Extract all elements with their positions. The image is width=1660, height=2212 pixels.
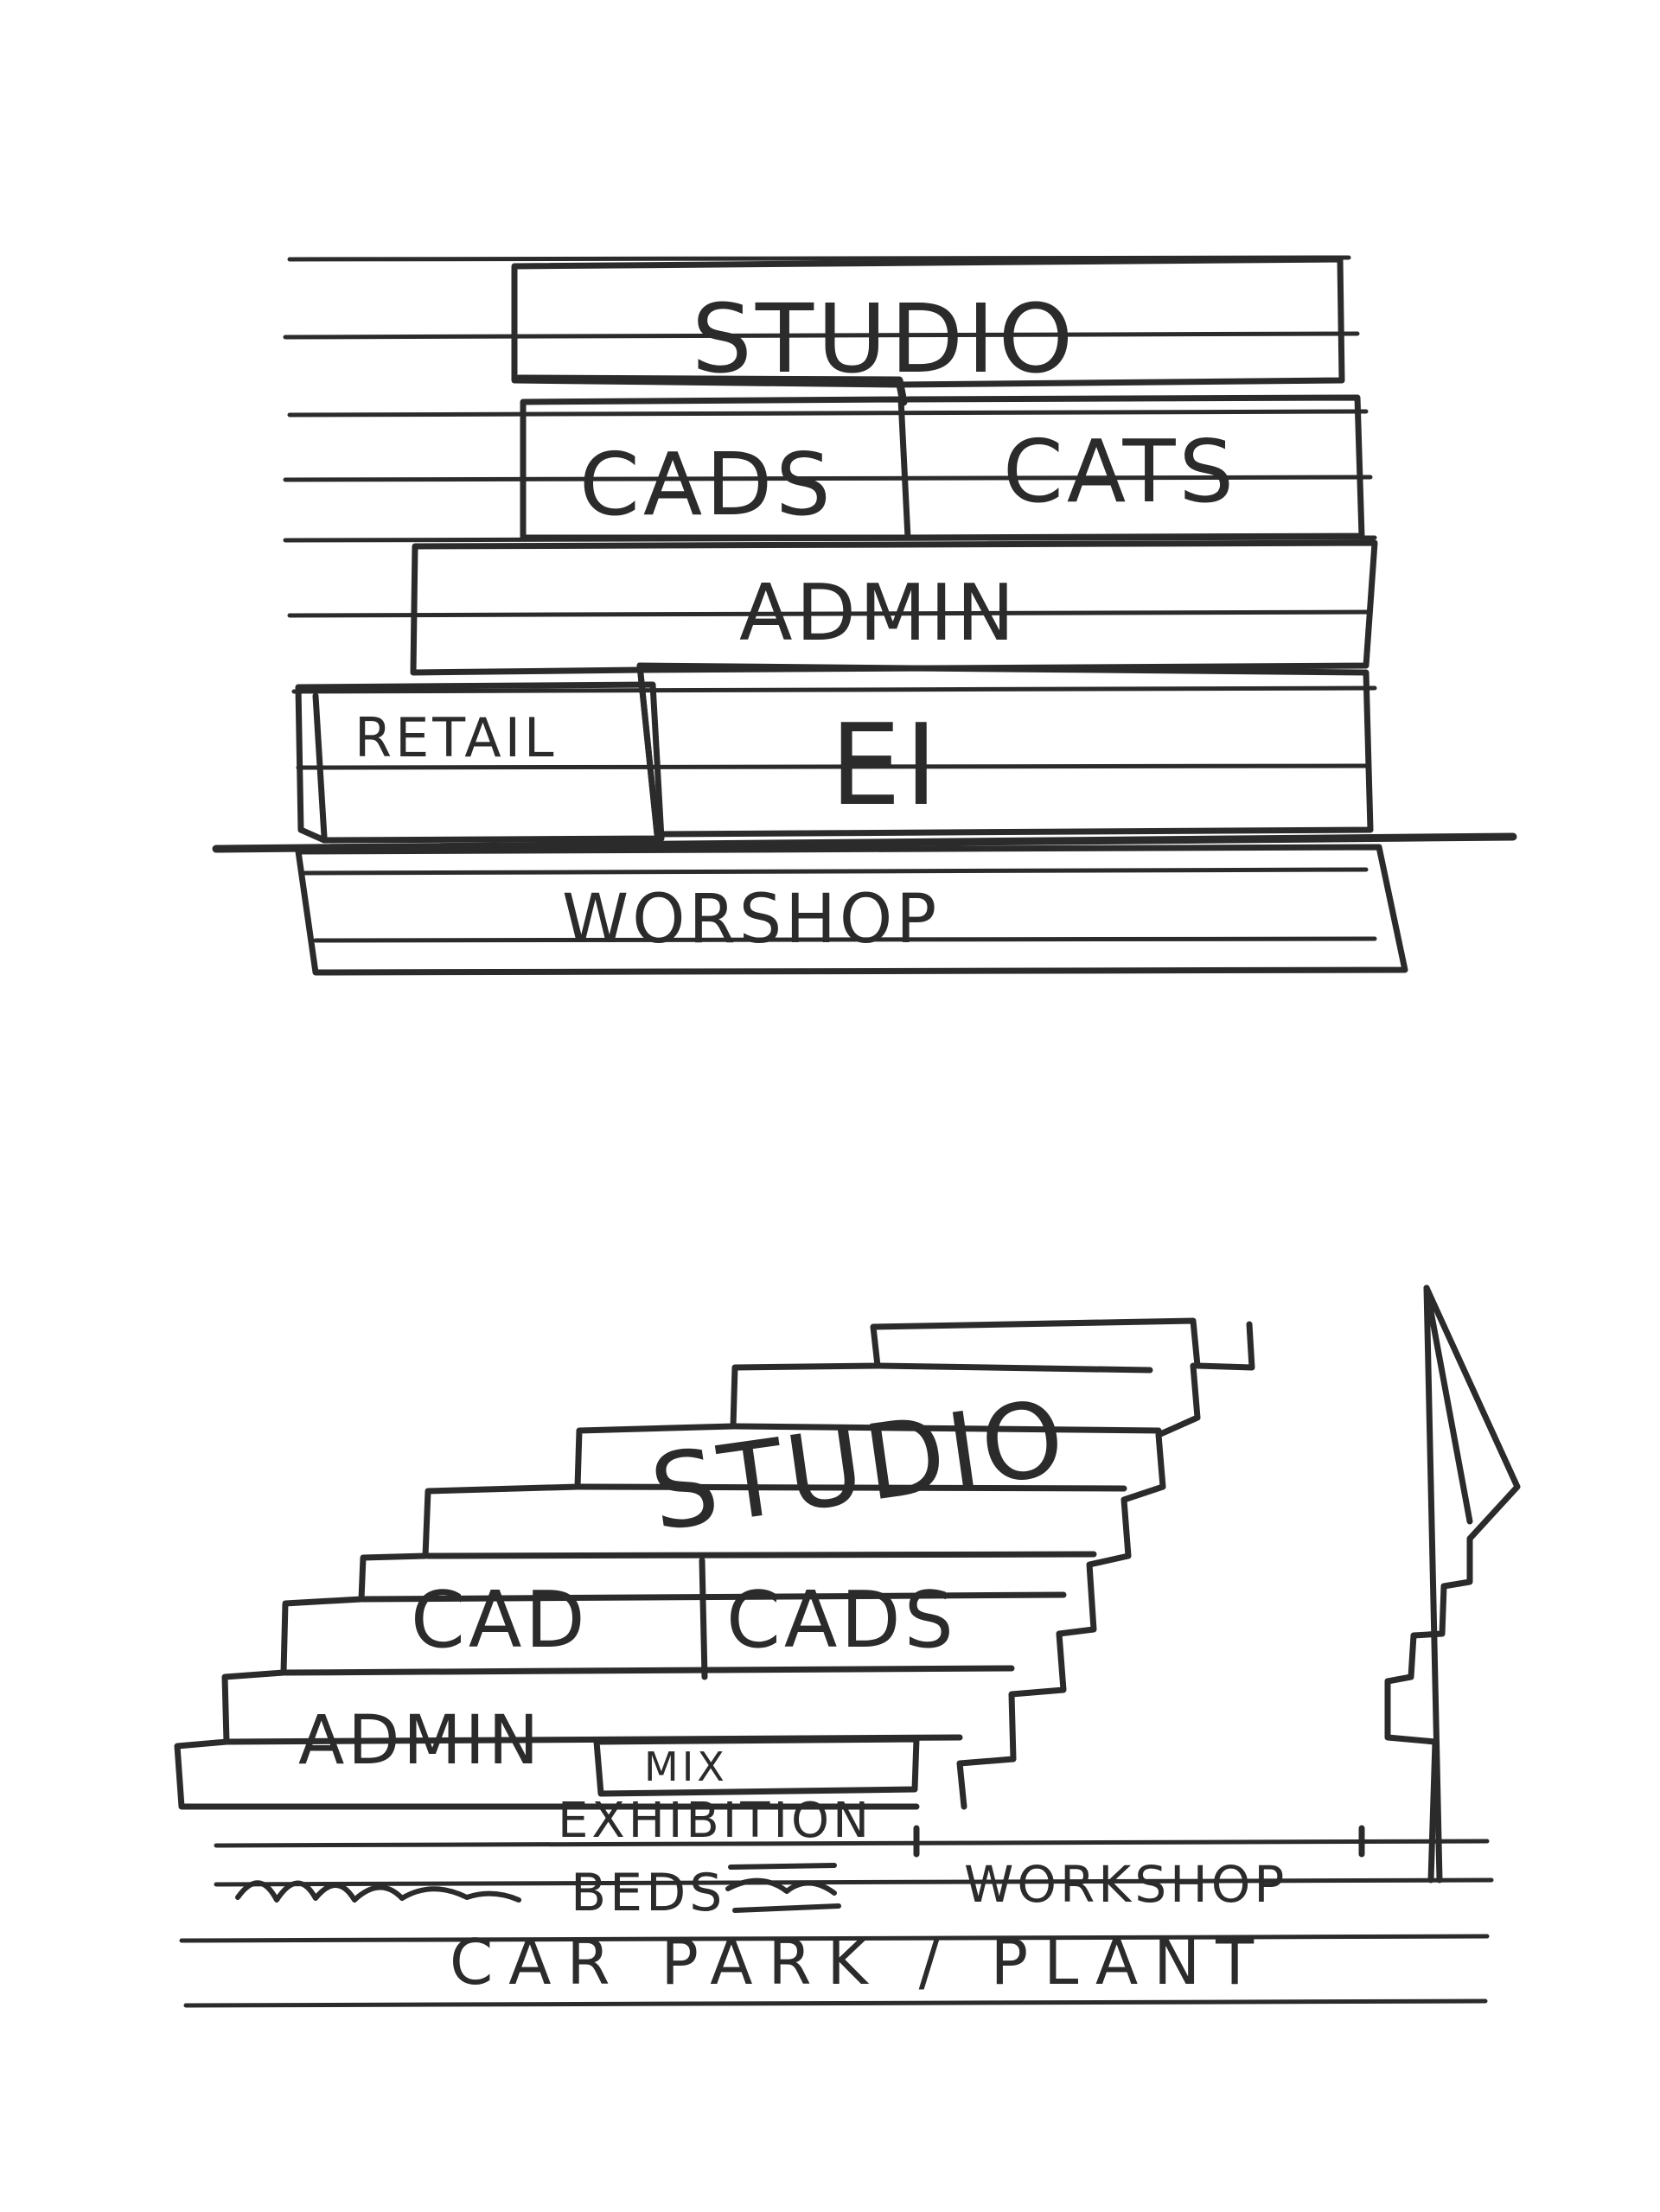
top-label-cats: CATS: [1003, 421, 1237, 522]
bottom-label-exhibition: EXHIBITION: [558, 1793, 872, 1849]
bottom-studio-steps: [174, 1317, 1255, 1810]
top-label-ei: EI: [830, 699, 941, 831]
top-studio-box: [511, 256, 1345, 388]
top-section-sketch: STUDIO CADS CATS ADMIN RETAIL EI WORSHOP: [212, 255, 1517, 976]
top-cats-box: [904, 394, 1365, 541]
top-label-cads: CADS: [579, 434, 834, 535]
top-label-retail: RETAIL: [354, 706, 558, 769]
bottom-scribble-left: [235, 1880, 521, 1903]
top-retail-box: [295, 681, 665, 844]
top-label-admin: ADMIN: [739, 568, 1018, 659]
top-label-workshop: WORSHOP: [562, 881, 940, 959]
bottom-section-sketch: STUDIO CAD CADS ADMIN MIX EXHIBITION BED…: [174, 1284, 1521, 2008]
bottom-label-admin: ADMIN: [298, 1702, 542, 1780]
bottom-mix-box: [593, 1736, 920, 1797]
bottom-label-workshop: WORKSHOP: [964, 1855, 1287, 1914]
bottom-scribble-right: [725, 1863, 841, 1913]
top-label-studio: STUDIO: [692, 284, 1076, 394]
bottom-label-cads: CADS: [726, 1575, 957, 1666]
bottom-label-studio: STUDIO: [644, 1378, 1075, 1555]
bottom-side-elevation: [1384, 1284, 1521, 1884]
bottom-label-cad: CAD: [411, 1575, 589, 1666]
bottom-label-car-park: CAR PARK / PLANT: [450, 1926, 1269, 1998]
bottom-label-beds: BEDS: [571, 1863, 725, 1923]
bottom-label-mix: MIX: [644, 1743, 728, 1790]
top-workshop-box: [295, 844, 1408, 976]
